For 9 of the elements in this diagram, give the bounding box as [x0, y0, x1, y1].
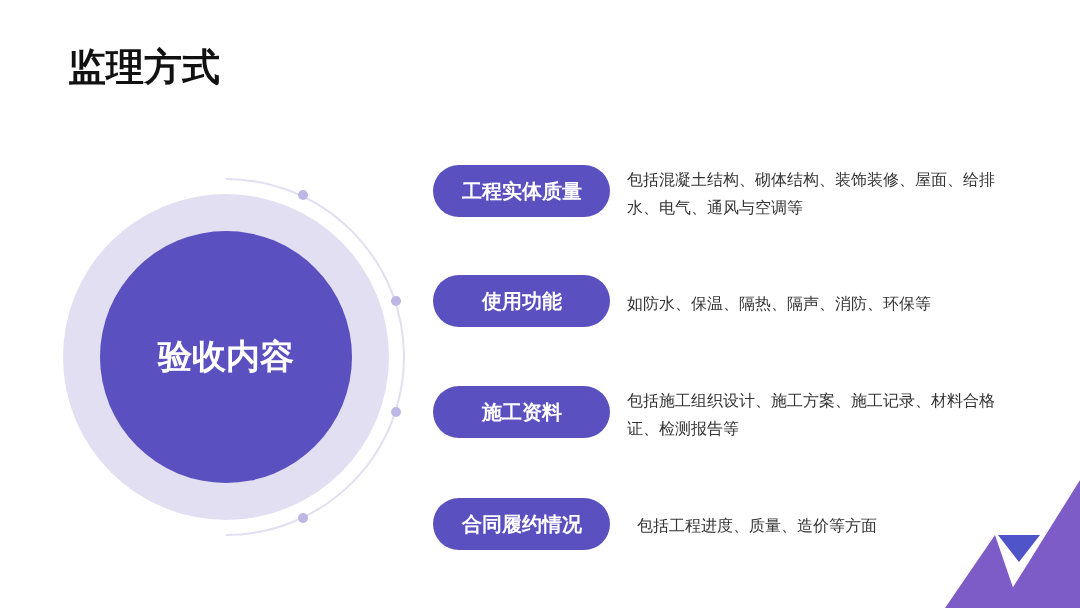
- slide-title: 监理方式: [68, 45, 220, 90]
- category-pill: 工程实体质量: [433, 165, 610, 217]
- description-text: 包括工程进度、质量、造价等方面: [637, 516, 878, 536]
- description-text: 包括施工组织设计、施工方案、施工记录、材料合格证、检测报告等: [627, 391, 996, 439]
- category-pill: 施工资料: [433, 386, 610, 438]
- description-text: 如防水、保温、隔热、隔声、消防、环保等: [627, 294, 932, 314]
- category-pill: 合同履约情况: [433, 498, 610, 550]
- description-text: 包括混凝土结构、砌体结构、装饰装修、屋面、给排水、电气、通风与空调等: [627, 170, 996, 218]
- category-pill: 使用功能: [433, 275, 610, 327]
